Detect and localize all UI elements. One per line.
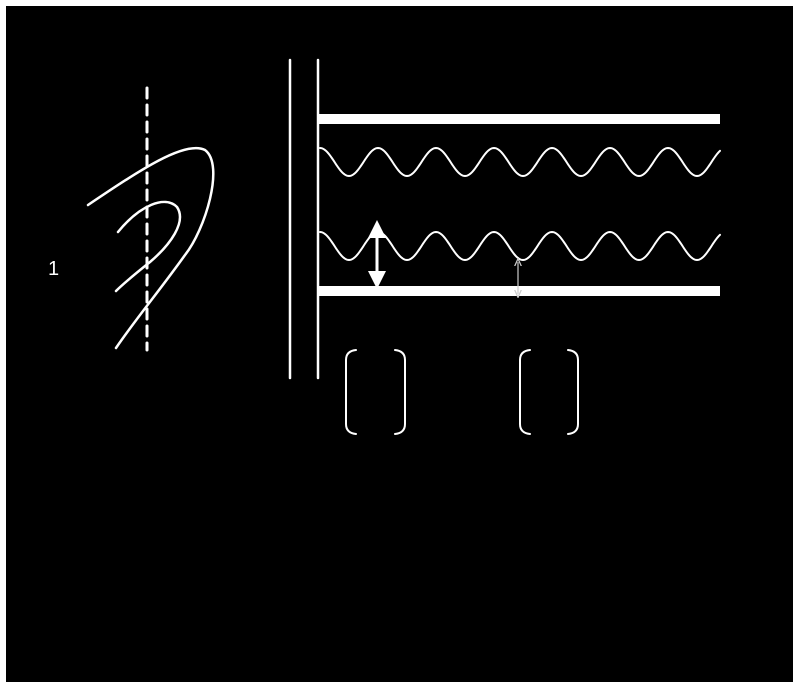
figure-label-1: 1 bbox=[48, 258, 59, 280]
bottom-plate bbox=[318, 286, 720, 296]
upper-wave bbox=[320, 148, 720, 176]
bracket-2-left bbox=[520, 350, 530, 434]
bracket-1-right bbox=[395, 350, 405, 434]
bracket-1-left bbox=[346, 350, 356, 434]
lower-wave bbox=[320, 232, 720, 260]
bracket-2-right bbox=[568, 350, 578, 434]
outer-curve bbox=[88, 148, 213, 348]
top-plate bbox=[318, 114, 720, 124]
